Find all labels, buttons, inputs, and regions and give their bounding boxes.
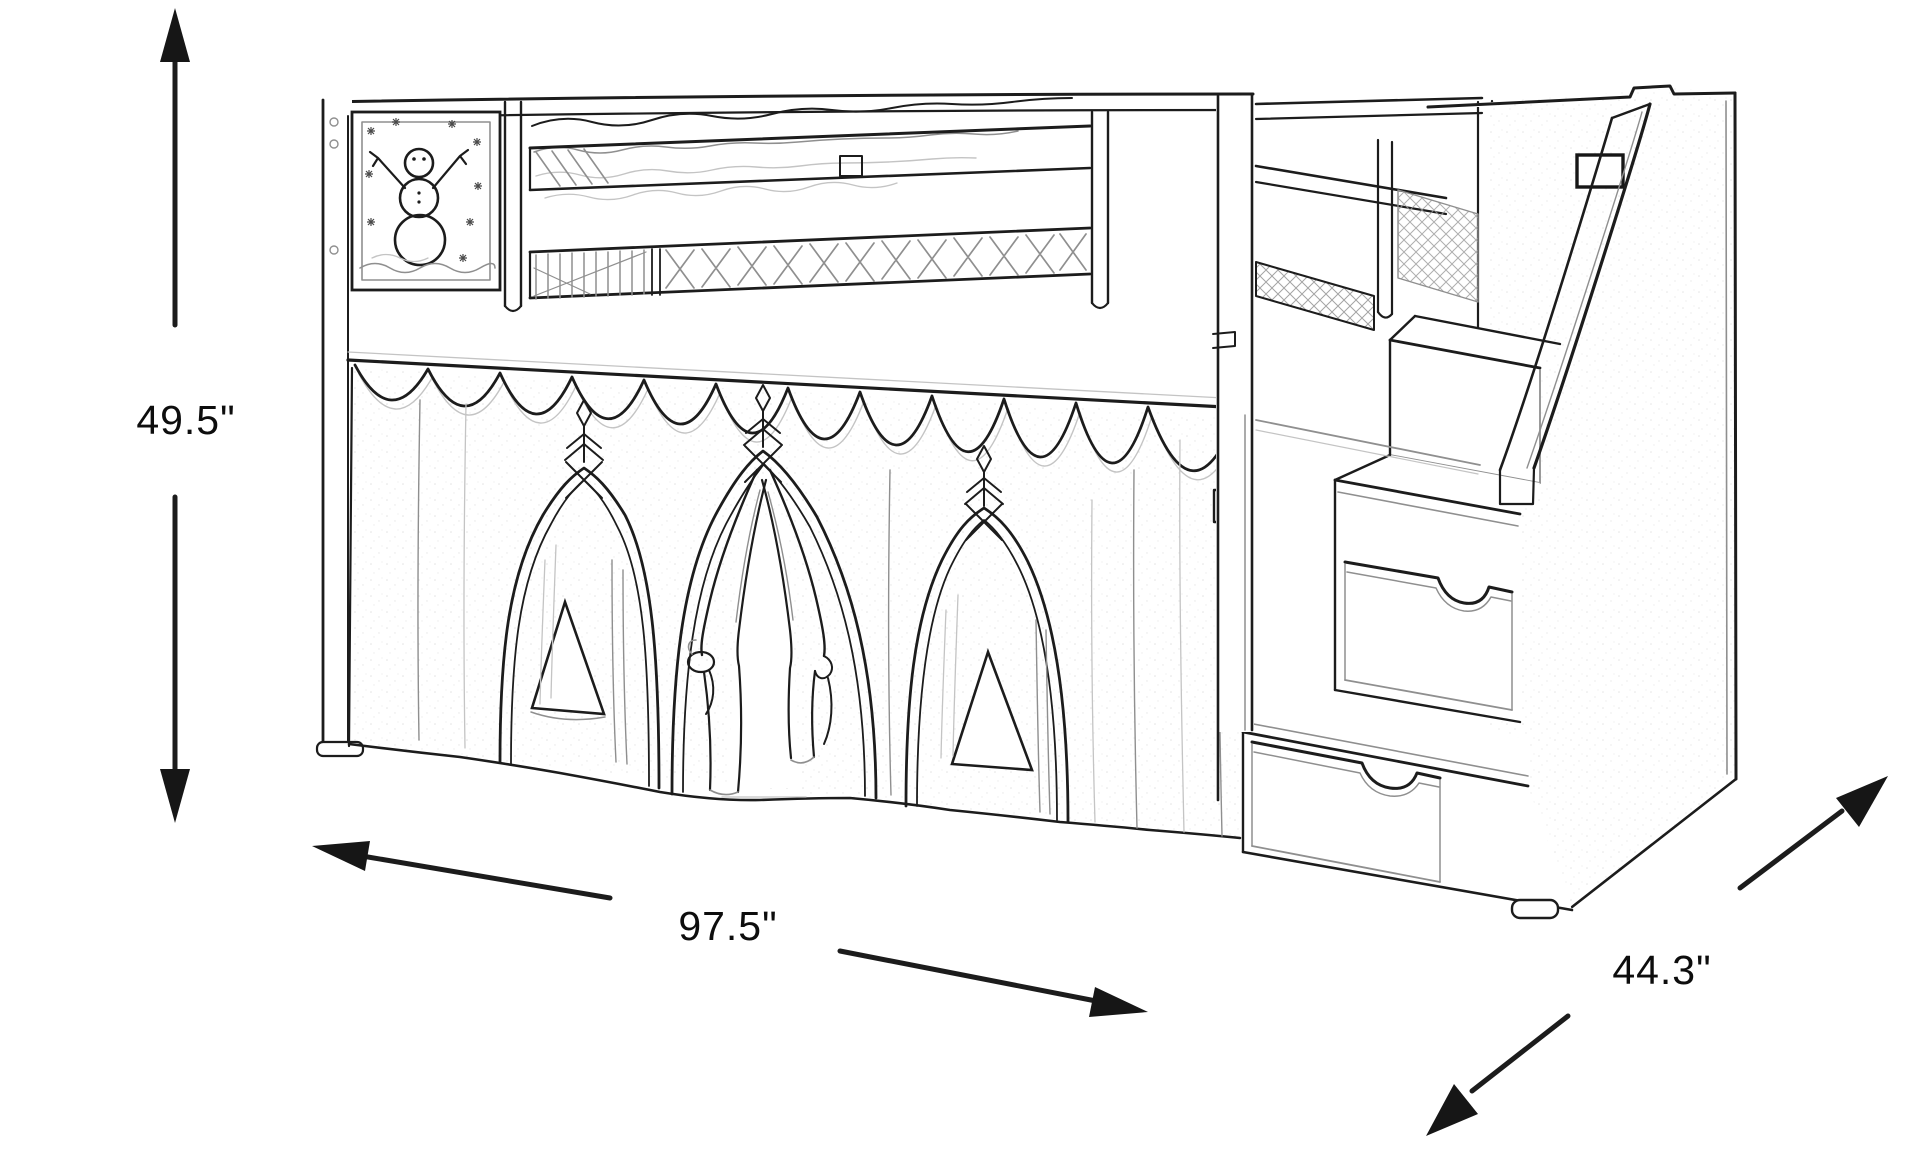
height-dimension: 49.5" bbox=[136, 8, 235, 823]
footboard-front-post bbox=[1212, 92, 1254, 802]
depth-label: 44.3" bbox=[1612, 947, 1711, 993]
tent-window-left bbox=[530, 597, 606, 716]
guard-baluster-left bbox=[503, 100, 523, 313]
leaf-finial-left bbox=[564, 399, 604, 463]
staircase bbox=[1241, 84, 1738, 920]
width-dimension: 97.5" bbox=[312, 841, 1148, 1017]
leaf-finial-center bbox=[743, 384, 783, 448]
stair-drawer-lower bbox=[1250, 740, 1442, 883]
snowman bbox=[368, 147, 470, 267]
stair-step-lower bbox=[1241, 692, 1574, 920]
curtain-arch-left bbox=[498, 399, 661, 790]
curtain-bottom-edge bbox=[347, 742, 1242, 840]
snow-ground bbox=[359, 253, 496, 274]
bed-front bbox=[315, 92, 1255, 758]
headboard-snowman-panel bbox=[350, 110, 502, 292]
stair-handrail bbox=[1498, 102, 1652, 506]
height-arrow bbox=[160, 8, 190, 823]
stair-foot-pad bbox=[1510, 898, 1560, 920]
stair-step-upper bbox=[1333, 453, 1540, 724]
guard-baluster-right bbox=[1090, 110, 1110, 310]
curtain-fabric bbox=[352, 368, 1240, 838]
curtain-arch-right bbox=[904, 445, 1070, 824]
lattice-rail bbox=[528, 226, 1092, 300]
width-label: 97.5" bbox=[678, 903, 777, 949]
tent-window-right bbox=[950, 648, 1034, 772]
curtain bbox=[347, 363, 1243, 840]
guard-rail bbox=[528, 124, 1092, 192]
platform-fascia bbox=[346, 351, 1245, 410]
height-label: 49.5" bbox=[136, 397, 235, 443]
valance bbox=[353, 363, 1243, 481]
width-arrow bbox=[312, 841, 1148, 1017]
stair-landing bbox=[1388, 314, 1562, 484]
curtain-left-edge bbox=[347, 366, 354, 748]
footboard-side bbox=[1254, 96, 1484, 475]
leaf-finial-right bbox=[964, 445, 1004, 507]
side-guard-baluster bbox=[1376, 138, 1394, 319]
curtain-arch-center bbox=[670, 384, 878, 800]
depth-dimension: 44.3" bbox=[1426, 776, 1888, 1136]
side-mattress-quilting bbox=[1397, 189, 1479, 303]
depth-arrow bbox=[1426, 776, 1888, 1136]
mattress bbox=[531, 97, 1073, 201]
door-opening bbox=[728, 520, 800, 788]
headboard-post bbox=[315, 98, 365, 758]
stair-drawer-upper bbox=[1343, 560, 1514, 711]
side-lattice-rail bbox=[1255, 261, 1375, 331]
drape-left bbox=[686, 468, 768, 796]
drape-right bbox=[760, 468, 833, 764]
